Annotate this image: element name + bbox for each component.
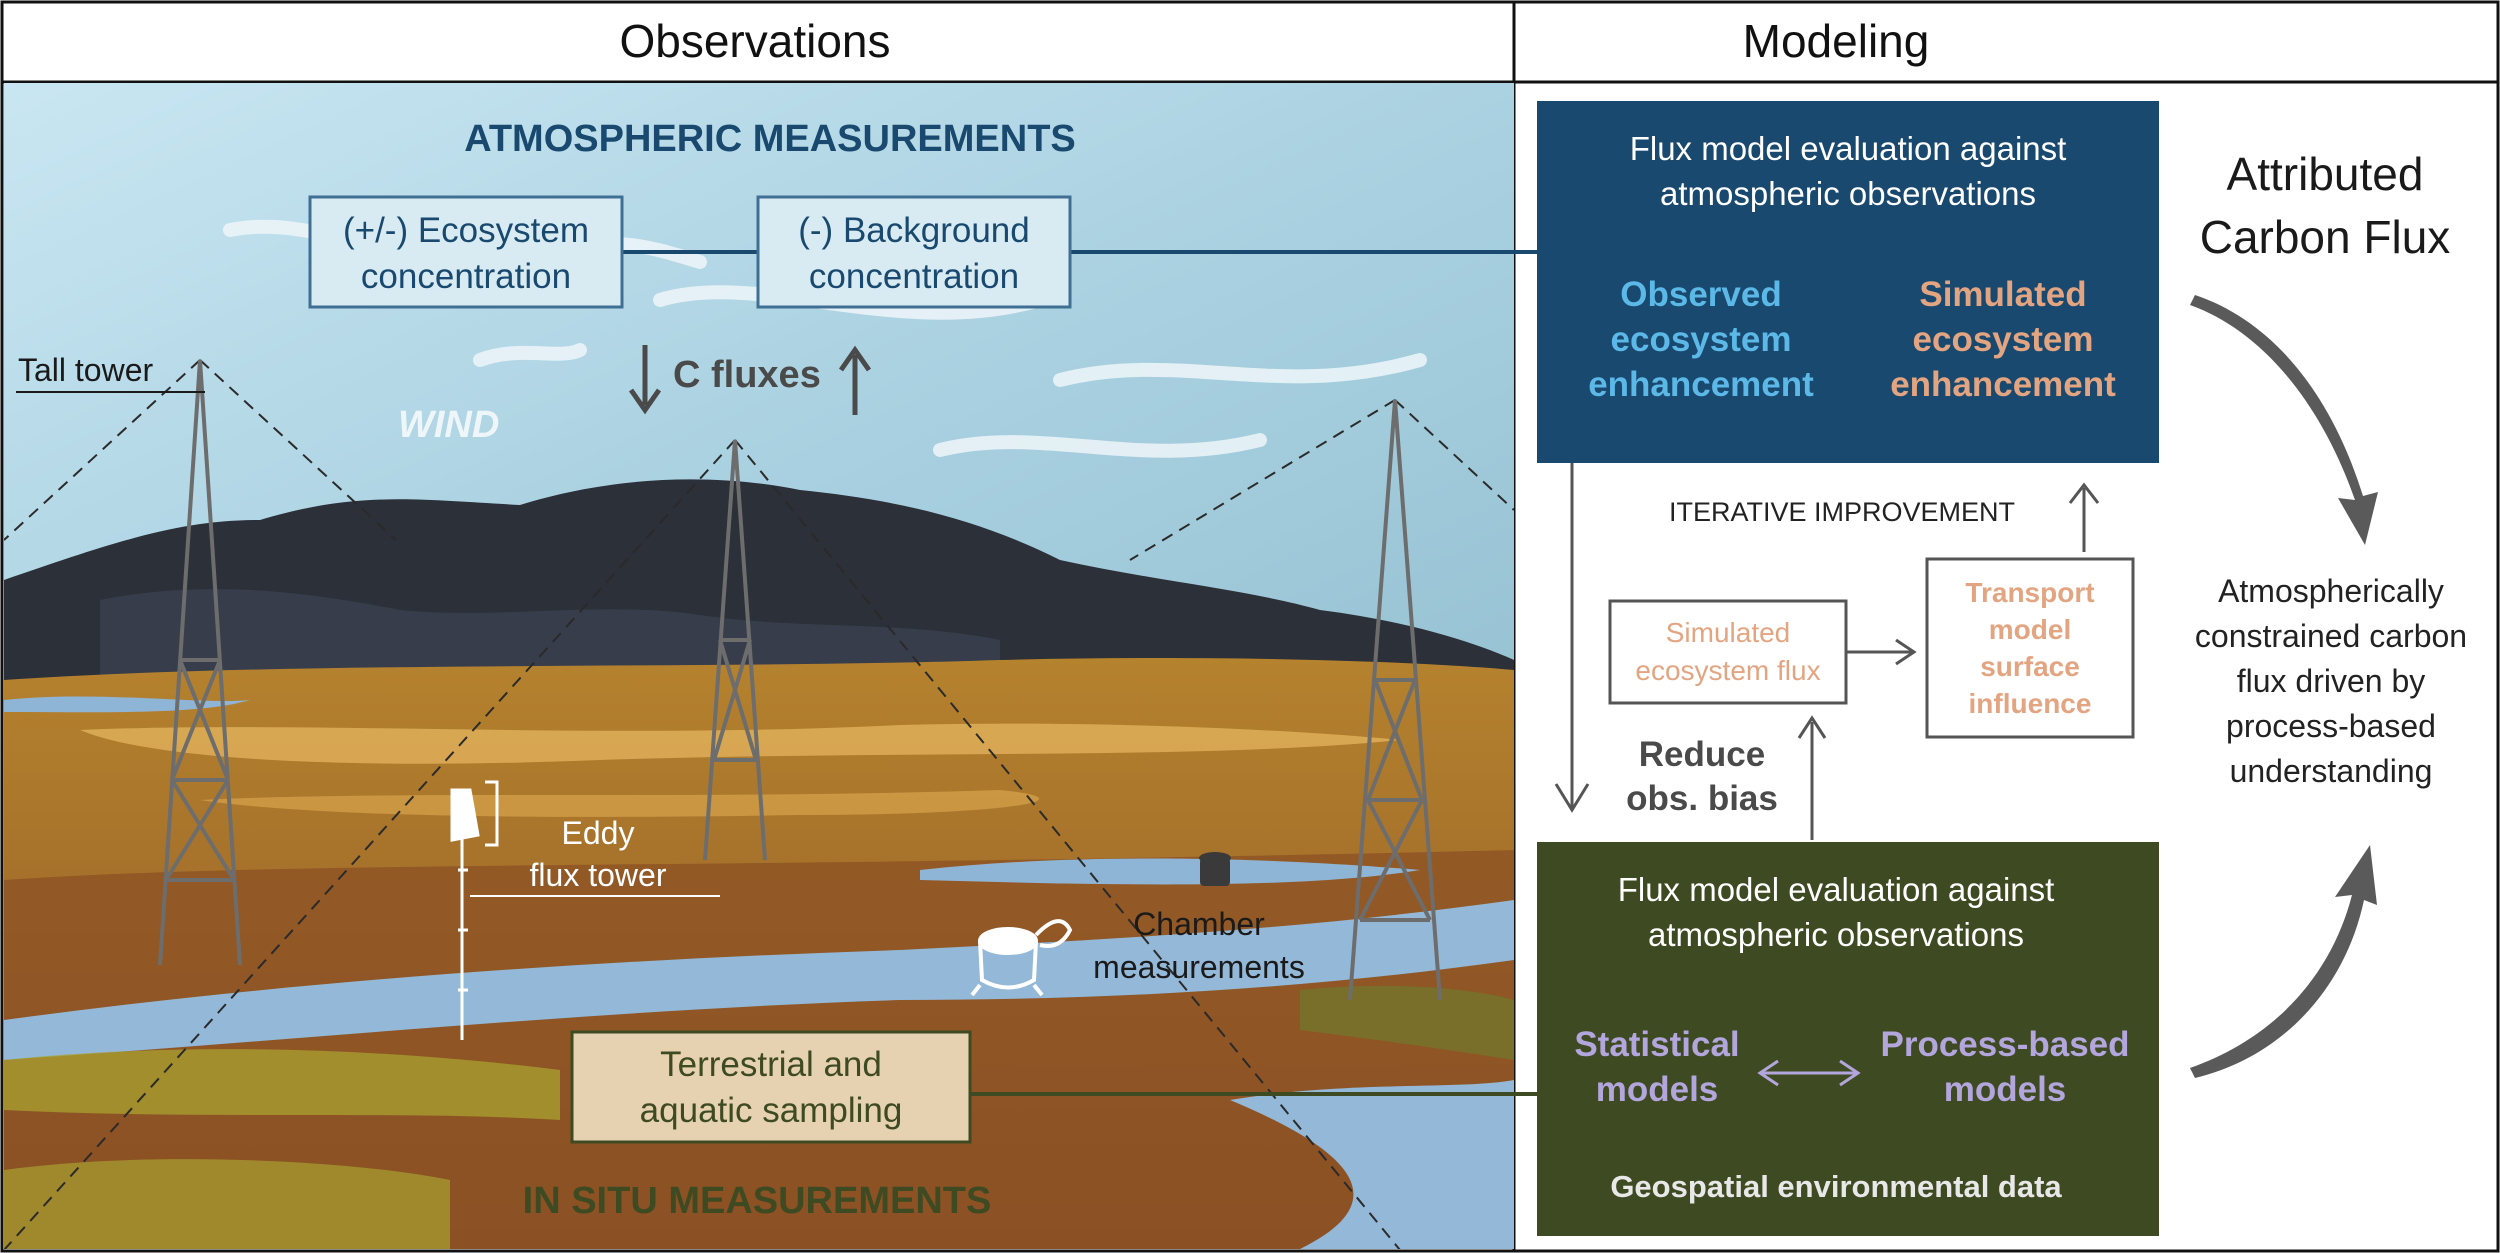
geospatial-data-label: Geospatial environmental data (1610, 1169, 2062, 1204)
simulated-enhancement-label: Simulated ecosystem enhancement (1890, 275, 2116, 404)
svg-text:enhancement: enhancement (1588, 365, 1814, 404)
svg-text:Simulated: Simulated (1666, 617, 1791, 648)
svg-text:constrained carbon: constrained carbon (2195, 618, 2467, 654)
modeling-header: Modeling (1743, 15, 1930, 67)
svg-text:Process-based: Process-based (1880, 1025, 2129, 1064)
svg-text:Statistical: Statistical (1574, 1025, 1739, 1064)
curved-arrow-up (2190, 845, 2377, 1078)
transport-model-box: Transport model surface influence (1925, 557, 2135, 739)
svg-text:ecosystem: ecosystem (1611, 320, 1792, 359)
chamber-icon (970, 919, 1073, 997)
svg-text:models: models (1596, 1070, 1719, 1109)
svg-text:Tall tower: Tall tower (18, 352, 154, 388)
eddy-flux-tower-icon (450, 780, 499, 1040)
svg-text:aquatic sampling: aquatic sampling (640, 1091, 903, 1130)
svg-text:atmospheric observations: atmospheric observations (1660, 175, 2036, 212)
simulated-flux-box: Simulated ecosystem flux (1608, 599, 1848, 705)
chamber-icon-dark (1199, 852, 1231, 886)
svg-text:Transport: Transport (1965, 577, 2094, 608)
process-based-models-label: Process-based models (1880, 1025, 2129, 1109)
svg-text:(-) Background: (-) Background (798, 211, 1029, 250)
svg-text:process-based: process-based (2226, 708, 2436, 744)
iterative-improvement-label: ITERATIVE IMPROVEMENT (1669, 497, 2015, 527)
svg-text:Flux model evaluation against: Flux model evaluation against (1630, 130, 2067, 167)
c-fluxes-label: C fluxes (628, 345, 872, 415)
ecosystem-concentration-box: (+/-) Ecosystem concentration (308, 195, 624, 309)
svg-text:Observed: Observed (1620, 275, 1781, 314)
tower-footprints (4, 359, 1514, 1249)
svg-text:obs. bias: obs. bias (1626, 779, 1778, 818)
statistical-models-label: Statistical models (1574, 1025, 1739, 1109)
svg-text:Carbon Flux: Carbon Flux (2200, 211, 2451, 263)
svg-text:models: models (1944, 1070, 2067, 1109)
atmospheric-measurements-title: ATMOSPHERIC MEASUREMENTS (464, 118, 1076, 160)
bottom-model-box: Flux model evaluation against atmospheri… (1537, 842, 2159, 1236)
svg-text:flux tower: flux tower (530, 857, 667, 893)
svg-text:Reduce: Reduce (1639, 735, 1765, 774)
water-channels (4, 696, 250, 713)
svg-text:Eddy: Eddy (562, 815, 635, 851)
tall-tower-label: Tall tower (16, 352, 205, 393)
terrestrial-sampling-box: Terrestrial and aquatic sampling (570, 1030, 972, 1144)
reduce-bias-label: Reduce obs. bias (1626, 735, 1778, 818)
svg-text:Simulated: Simulated (1919, 275, 2086, 314)
svg-text:Flux model evaluation against: Flux model evaluation against (1618, 871, 2055, 908)
svg-text:ecosystem: ecosystem (1913, 320, 2094, 359)
svg-text:model: model (1989, 614, 2071, 645)
svg-text:concentration: concentration (809, 257, 1019, 296)
svg-text:atmospheric observations: atmospheric observations (1648, 916, 2024, 953)
curved-arrow-down (2190, 295, 2378, 545)
svg-text:Atmospherically: Atmospherically (2218, 573, 2444, 609)
constrained-flux-text: Atmospherically constrained carbon flux … (2195, 573, 2467, 789)
attributed-carbon-flux-title: Attributed Carbon Flux (2200, 148, 2451, 263)
svg-text:Terrestrial and: Terrestrial and (660, 1045, 882, 1084)
svg-text:ecosystem flux: ecosystem flux (1635, 655, 1820, 686)
background-concentration-box: (-) Background concentration (756, 195, 1072, 309)
svg-text:Attributed: Attributed (2227, 148, 2424, 200)
svg-text:understanding: understanding (2230, 753, 2433, 789)
svg-text:surface: surface (1980, 651, 2080, 682)
observations-header: Observations (619, 15, 890, 67)
svg-text:flux driven by: flux driven by (2237, 663, 2426, 699)
eddy-flux-tower-label: Eddy flux tower (470, 815, 720, 897)
top-model-box: Flux model evaluation against atmospheri… (1537, 101, 2159, 463)
svg-text:influence: influence (1969, 688, 2092, 719)
svg-text:measurements: measurements (1093, 949, 1305, 985)
svg-text:enhancement: enhancement (1890, 365, 2116, 404)
svg-text:(+/-) Ecosystem: (+/-) Ecosystem (343, 211, 589, 250)
svg-text:C fluxes: C fluxes (673, 354, 821, 396)
tall-towers (158, 359, 1442, 1001)
in-situ-measurements-title: IN SITU MEASUREMENTS (523, 1180, 992, 1222)
double-arrow (1757, 1059, 1861, 1087)
wind-label: WIND (398, 404, 499, 446)
svg-text:concentration: concentration (361, 257, 571, 296)
svg-text:Chamber: Chamber (1133, 906, 1265, 942)
chamber-measurements-label: Chamber measurements (1093, 906, 1305, 985)
observed-enhancement-label: Observed ecosystem enhancement (1588, 275, 1814, 404)
